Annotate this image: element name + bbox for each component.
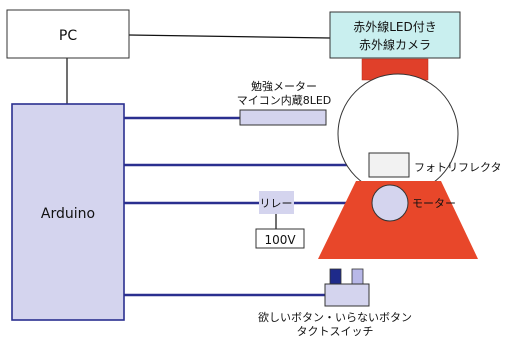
power-box — [255, 228, 305, 249]
meter-led-bar — [239, 109, 327, 126]
power-label: 100V — [264, 233, 296, 247]
camera-label-line1: 赤外線LED付き — [353, 19, 437, 34]
pc-box — [6, 9, 130, 59]
camera-label-line2: 赤外線カメラ — [359, 37, 431, 52]
button-dont-want-cap — [351, 268, 364, 285]
wire-pc-camera — [128, 34, 331, 39]
photoreflector-box — [368, 152, 410, 178]
arduino-label: Arduino — [41, 206, 95, 222]
button-want-cap — [329, 268, 342, 285]
meter-label-line2: マイコン内蔵8LED — [237, 93, 332, 107]
pc-label: PC — [59, 28, 77, 44]
motor-label: モーター — [412, 197, 456, 210]
tact-switch-base — [324, 283, 370, 307]
arduino-box — [11, 103, 125, 321]
buttons-label-line1: 欲しいボタン・いらないボタン — [258, 310, 412, 324]
photoreflector-label: フォトリフレクタ — [414, 161, 502, 174]
relay-label: リレー — [260, 197, 293, 210]
camera-box — [329, 11, 461, 59]
meter-label-line1: 勉強メーター — [251, 79, 317, 93]
buttons-label-line2: タクトスイッチ — [297, 325, 374, 338]
stand-trapezoid — [318, 181, 478, 259]
relay-box — [259, 191, 294, 214]
motor-circle — [371, 184, 409, 222]
